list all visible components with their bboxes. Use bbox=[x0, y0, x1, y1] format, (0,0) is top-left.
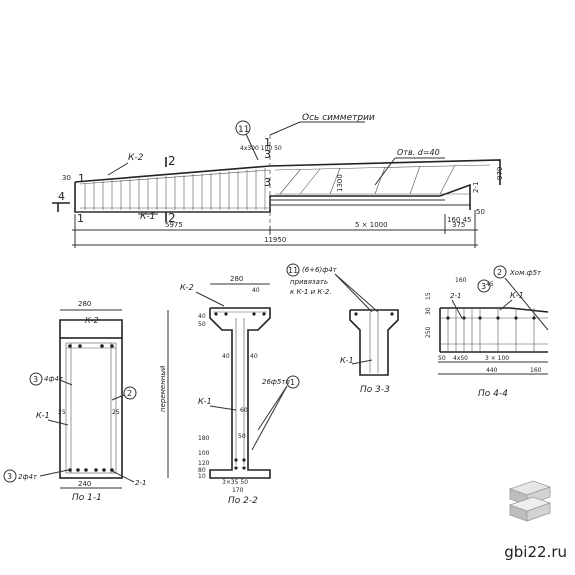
s11-callout-bottom: 3 bbox=[7, 472, 12, 481]
s44-dim-440: 440 bbox=[486, 367, 498, 374]
s22-callout-1: 1 bbox=[290, 378, 295, 387]
site-watermark[interactable]: gbi22.ru bbox=[504, 543, 567, 561]
s33-bar-spec: (6+6)ф4т bbox=[302, 266, 338, 274]
section-4-4: 2 Хом.ф5т 160 45 2-1 3 К-1 15 30 250 50 … bbox=[425, 265, 549, 399]
s22-dim-bottom: 3×35 50 bbox=[222, 479, 248, 486]
dim-total: 11950 bbox=[264, 236, 286, 244]
s22-width-top: 280 bbox=[230, 275, 243, 283]
elevation-stirrups bbox=[84, 168, 266, 210]
s11-bar-3: 4ф4т bbox=[44, 375, 64, 383]
dim-5975: 5975 bbox=[165, 221, 183, 229]
dim-160-45: 160 45 bbox=[447, 216, 472, 224]
dim-970: 970 bbox=[496, 167, 504, 180]
s11-callout-2: 2 bbox=[127, 389, 132, 398]
section-mark-3-bottom: 3 bbox=[264, 176, 271, 189]
section-mark-2-top: 2 bbox=[168, 154, 176, 168]
s44-title: По 4-4 bbox=[478, 389, 508, 399]
s44-callout-3: 3 bbox=[481, 282, 486, 291]
beam-elevation: Ось симметрии Отв. d=40 К-2 К-1 2 2 1 3 … bbox=[52, 113, 504, 248]
s33-mark-k1: К-1 bbox=[340, 356, 354, 365]
dim-30: 30 bbox=[62, 174, 71, 182]
dim-50: 50 bbox=[476, 208, 485, 216]
s22-dim-v4: 120 bbox=[198, 460, 210, 467]
s11-mark-k1: К-1 bbox=[36, 411, 50, 420]
section-2-2: 280 40 40 40 К-2 К-1 переменный 26ф5тп 1… bbox=[159, 275, 300, 506]
s11-dim-25-right: 25 bbox=[112, 409, 120, 416]
s44-dim-3x100: 3 × 100 bbox=[485, 355, 509, 362]
stacked-slabs-icon bbox=[508, 480, 552, 522]
symmetry-axis-label: Ось симметрии bbox=[302, 113, 375, 123]
section-mark-1-left: 1 bbox=[78, 172, 85, 185]
callout-11: 11 bbox=[238, 125, 249, 135]
s11-dim-25-left: 25 bbox=[58, 409, 66, 416]
s11-bar-bottom: 2ф4т bbox=[18, 473, 38, 481]
section-mark-1-left-b: 1 bbox=[77, 212, 84, 225]
s11-mark-2-1: 2-1 bbox=[135, 479, 146, 487]
s22-bars: 26ф5тп bbox=[262, 378, 290, 386]
s22-dim-v6: 10 bbox=[198, 473, 206, 480]
s11-callout-3: 3 bbox=[33, 375, 38, 384]
section-mark-2-bottom: 2 bbox=[168, 211, 176, 225]
s44-dim-160: 160 bbox=[455, 277, 467, 284]
dim-pitch: 4x300 100 50 bbox=[240, 145, 282, 152]
s22-mark-k2: К-2 bbox=[180, 283, 194, 292]
s22-dim-40: 40 bbox=[252, 287, 260, 294]
s33-callout-11: 11 bbox=[288, 266, 298, 275]
dim-1300: 1300 bbox=[336, 174, 344, 192]
s44-dim-left-15: 15 bbox=[425, 292, 432, 300]
s22-dim-v3: 100 bbox=[198, 450, 210, 457]
elevation-lattice bbox=[279, 164, 456, 195]
dim-375: 375 bbox=[452, 221, 465, 229]
s22-dim-50: 50 bbox=[238, 433, 246, 440]
s22-dim-v0: 50 bbox=[198, 321, 206, 328]
s44-dim-50: 50 bbox=[438, 355, 446, 362]
s44-bar-spec: Хом.ф5т bbox=[509, 269, 542, 277]
s44-dim-left-250: 250 bbox=[425, 326, 432, 338]
s11-width-bottom: 240 bbox=[78, 480, 91, 488]
dim-5x1000: 5 × 1000 bbox=[355, 221, 388, 229]
opening-note: Отв. d=40 bbox=[397, 148, 440, 157]
s33-note-1: привязать bbox=[290, 278, 328, 286]
s22-dim-60: 60 bbox=[240, 407, 248, 414]
s22-dim-web: 40 bbox=[250, 353, 258, 360]
s44-dim-160-bottom: 160 bbox=[530, 367, 542, 374]
dim-2-1: 2-1 bbox=[472, 182, 480, 193]
s11-title: По 1-1 bbox=[72, 493, 102, 503]
s22-dim-40-web: 40 bbox=[222, 353, 230, 360]
s22-mark-k1: К-1 bbox=[198, 397, 212, 406]
s22-vertical-dims: 50 40 180 100 120 80 10 bbox=[198, 313, 210, 480]
s44-dim-left-30: 30 bbox=[425, 307, 432, 315]
s22-height-label: переменный bbox=[159, 365, 167, 412]
s33-title: По 3-3 bbox=[360, 385, 390, 395]
s33-note-2: к К-1 и К-2. bbox=[290, 288, 332, 296]
s44-dim-4x50: 4х50 bbox=[453, 355, 468, 362]
s22-dim-v1: 40 bbox=[198, 313, 206, 320]
elevation-mark-k2: К-2 bbox=[128, 153, 144, 163]
section-1-1: 280 240 К-2 К-1 25 25 3 4ф4т 2 3 2ф4т 2-… bbox=[3, 300, 146, 503]
s11-mark-k2: К-2 bbox=[85, 316, 99, 325]
section-mark-4: 4 bbox=[58, 190, 65, 203]
s22-dim-v2: 180 bbox=[198, 435, 210, 442]
section-3-3: 11 (6+6)ф4т привязать к К-1 и К-2. К-1 П… bbox=[286, 263, 399, 395]
section-mark-1-top: 1 bbox=[264, 136, 271, 149]
s11-width-top: 280 bbox=[78, 300, 91, 308]
s44-mark-2-1: 2-1 bbox=[450, 292, 461, 300]
elevation-mark-k1: К-1 bbox=[140, 212, 155, 222]
s22-dim-v5: 80 bbox=[198, 467, 206, 474]
s44-callout-2: 2 bbox=[497, 268, 502, 277]
s22-dim-170: 170 bbox=[232, 487, 244, 494]
s44-mark-k1: К-1 bbox=[510, 291, 524, 300]
s22-title: По 2-2 bbox=[228, 496, 258, 506]
section-mark-3-top: 3 bbox=[264, 148, 271, 161]
